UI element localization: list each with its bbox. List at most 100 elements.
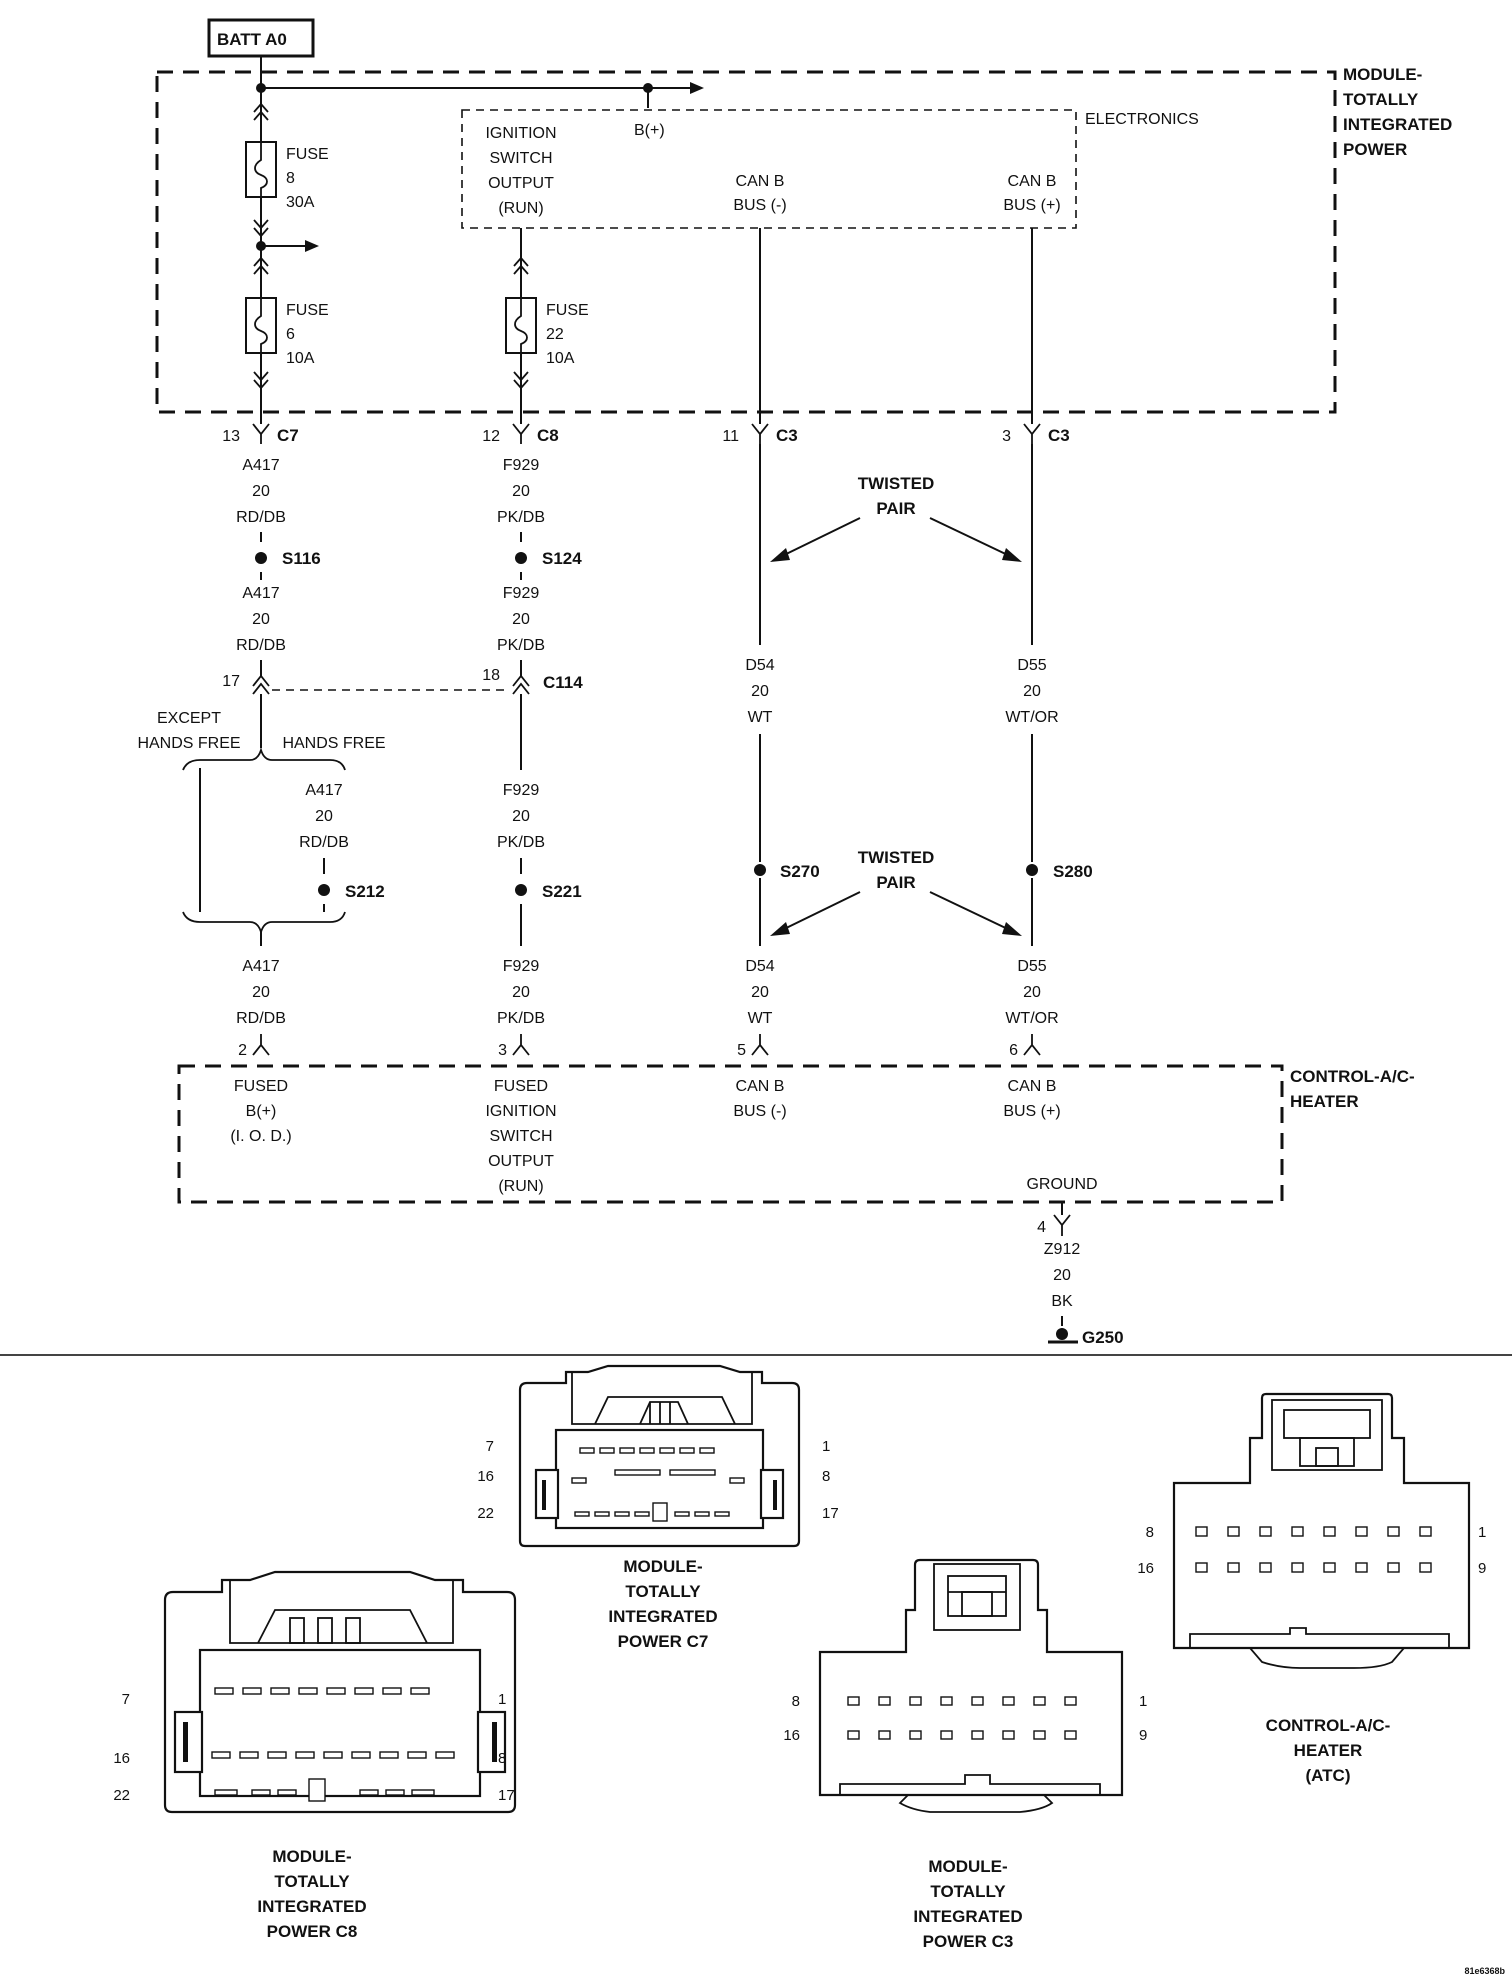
hvac-ground-label: GROUND — [1026, 1176, 1097, 1193]
wire-a417-lower: A417 20 RD/DB — [236, 958, 286, 1027]
svg-text:6: 6 — [286, 326, 295, 343]
svg-text:16: 16 — [1137, 1560, 1154, 1577]
svg-text:22: 22 — [477, 1505, 494, 1522]
svg-text:MODULE-: MODULE- — [928, 1857, 1007, 1876]
tipm-module-label: MODULE- TOTALLY INTEGRATED POWER — [1343, 65, 1452, 159]
svg-text:20: 20 — [512, 984, 530, 1001]
svg-text:BK: BK — [1051, 1293, 1073, 1310]
svg-text:2: 2 — [238, 1042, 247, 1059]
svg-text:S270: S270 — [780, 862, 820, 881]
svg-text:1: 1 — [498, 1691, 506, 1708]
svg-text:INTEGRATED: INTEGRATED — [1343, 115, 1452, 134]
svg-text:POWER C7: POWER C7 — [618, 1632, 709, 1651]
svg-text:WT: WT — [748, 1010, 773, 1027]
wire-f929-mid: F929 20 PK/DB — [497, 585, 545, 654]
svg-text:S124: S124 — [542, 549, 582, 568]
svg-text:8: 8 — [792, 1693, 800, 1710]
svg-text:CONTROL-A/C-: CONTROL-A/C- — [1266, 1716, 1391, 1735]
svg-text:BUS (+): BUS (+) — [1003, 1103, 1060, 1120]
svg-text:8: 8 — [286, 170, 295, 187]
svg-text:PK/DB: PK/DB — [497, 637, 545, 654]
svg-text:(RUN): (RUN) — [498, 200, 543, 217]
hvac-can-minus-label: CAN B BUS (-) — [733, 1078, 786, 1120]
svg-text:POWER C8: POWER C8 — [267, 1922, 358, 1941]
splice-s124: S124 — [515, 549, 582, 568]
svg-text:CONTROL-A/C-: CONTROL-A/C- — [1290, 1067, 1415, 1086]
svg-text:SWITCH: SWITCH — [489, 150, 552, 167]
svg-text:D55: D55 — [1017, 958, 1046, 975]
svg-text:4: 4 — [1037, 1219, 1046, 1236]
hvac-module-label: CONTROL-A/C- HEATER — [1290, 1067, 1415, 1111]
wire-a417-upper: A417 20 RD/DB — [236, 457, 286, 526]
splice-s280: S280 — [1026, 862, 1093, 881]
svg-text:20: 20 — [751, 683, 769, 700]
hands-free-label: HANDS FREE — [282, 735, 385, 752]
svg-text:TWISTED: TWISTED — [858, 848, 935, 867]
svg-text:PAIR: PAIR — [876, 873, 915, 892]
svg-text:WT: WT — [748, 709, 773, 726]
svg-text:22: 22 — [113, 1787, 130, 1804]
fuse-6-label: FUSE 6 10A — [286, 302, 329, 367]
hvac-pin-5: 5 — [737, 1034, 769, 1059]
svg-text:CAN B: CAN B — [1008, 173, 1057, 190]
svg-text:17: 17 — [822, 1505, 839, 1522]
svg-text:17: 17 — [222, 673, 240, 690]
splice-s212: S212 — [318, 882, 385, 901]
svg-text:TOTALLY: TOTALLY — [1343, 90, 1419, 109]
wire-a417-mid: A417 20 RD/DB — [236, 585, 286, 654]
battery-feed: BATT A0 — [207, 18, 315, 88]
twisted-pair-upper: TWISTED PAIR — [770, 474, 1022, 562]
svg-text:F929: F929 — [503, 585, 540, 602]
can-b-minus-label: CAN B BUS (-) — [733, 173, 786, 214]
svg-text:20: 20 — [512, 611, 530, 628]
svg-text:1: 1 — [1478, 1524, 1486, 1541]
svg-text:PK/DB: PK/DB — [497, 834, 545, 851]
wire-d54-lower: D54 20 WT — [745, 958, 774, 1027]
svg-text:S280: S280 — [1053, 862, 1093, 881]
svg-text:HANDS FREE: HANDS FREE — [137, 735, 240, 752]
svg-text:FUSED: FUSED — [234, 1078, 288, 1095]
svg-text:6: 6 — [1009, 1042, 1018, 1059]
svg-text:F929: F929 — [503, 457, 540, 474]
svg-text:C114: C114 — [543, 673, 583, 692]
ignition-output-label: IGNITION SWITCH OUTPUT (RUN) — [485, 125, 556, 217]
svg-text:20: 20 — [1023, 683, 1041, 700]
svg-text:D54: D54 — [745, 657, 774, 674]
svg-text:13: 13 — [222, 428, 240, 445]
svg-text:C8: C8 — [537, 426, 559, 445]
svg-text:S116: S116 — [282, 549, 321, 568]
svg-text:EXCEPT: EXCEPT — [157, 710, 221, 727]
svg-text:7: 7 — [486, 1438, 494, 1455]
svg-text:WT/OR: WT/OR — [1005, 1010, 1058, 1027]
wire-d55-upper: D55 20 WT/OR — [1005, 657, 1058, 726]
column-f929-internal: FUSE 22 10A — [505, 228, 589, 405]
hvac-pin-2: 2 — [238, 1034, 270, 1059]
svg-text:MODULE-: MODULE- — [623, 1557, 702, 1576]
hvac-module-outline — [177, 1064, 1284, 1204]
svg-text:POWER C3: POWER C3 — [923, 1932, 1014, 1951]
svg-text:20: 20 — [512, 808, 530, 825]
wire-z912: Z912 20 BK — [1044, 1241, 1081, 1310]
ground-path: 4 Z912 20 BK G250 — [1037, 1202, 1124, 1347]
svg-text:11: 11 — [722, 428, 739, 445]
svg-text:8: 8 — [1146, 1524, 1154, 1541]
svg-text:12: 12 — [482, 428, 500, 445]
svg-text:20: 20 — [1023, 984, 1041, 1001]
svg-text:30A: 30A — [286, 194, 315, 211]
can-b-plus-label: CAN B BUS (+) — [1003, 173, 1060, 214]
svg-text:TOTALLY: TOTALLY — [930, 1882, 1006, 1901]
svg-text:5: 5 — [737, 1042, 746, 1059]
svg-text:1: 1 — [1139, 1693, 1147, 1710]
svg-text:20: 20 — [1053, 1267, 1071, 1284]
wire-d54-upper: D54 20 WT — [745, 657, 774, 726]
svg-text:INTEGRATED: INTEGRATED — [913, 1907, 1022, 1926]
svg-text:HEATER: HEATER — [1294, 1741, 1363, 1760]
twisted-pair-lower: TWISTED PAIR — [770, 848, 1022, 936]
svg-text:BUS (-): BUS (-) — [733, 1103, 786, 1120]
svg-text:20: 20 — [252, 483, 270, 500]
connector-view-atc: 8 16 1 9 CONTROL-A/C- HEATER (ATC) — [1137, 1392, 1486, 1785]
connector-view-c8: 7 16 22 1 8 17 MODULE- TOTALLY INTEGRATE… — [113, 1570, 517, 1941]
except-hands-free-label: EXCEPT HANDS FREE — [137, 710, 240, 752]
svg-text:MODULE-: MODULE- — [1343, 65, 1422, 84]
hvac-fused-b-label: FUSED B(+) (I. O. D.) — [230, 1078, 291, 1145]
